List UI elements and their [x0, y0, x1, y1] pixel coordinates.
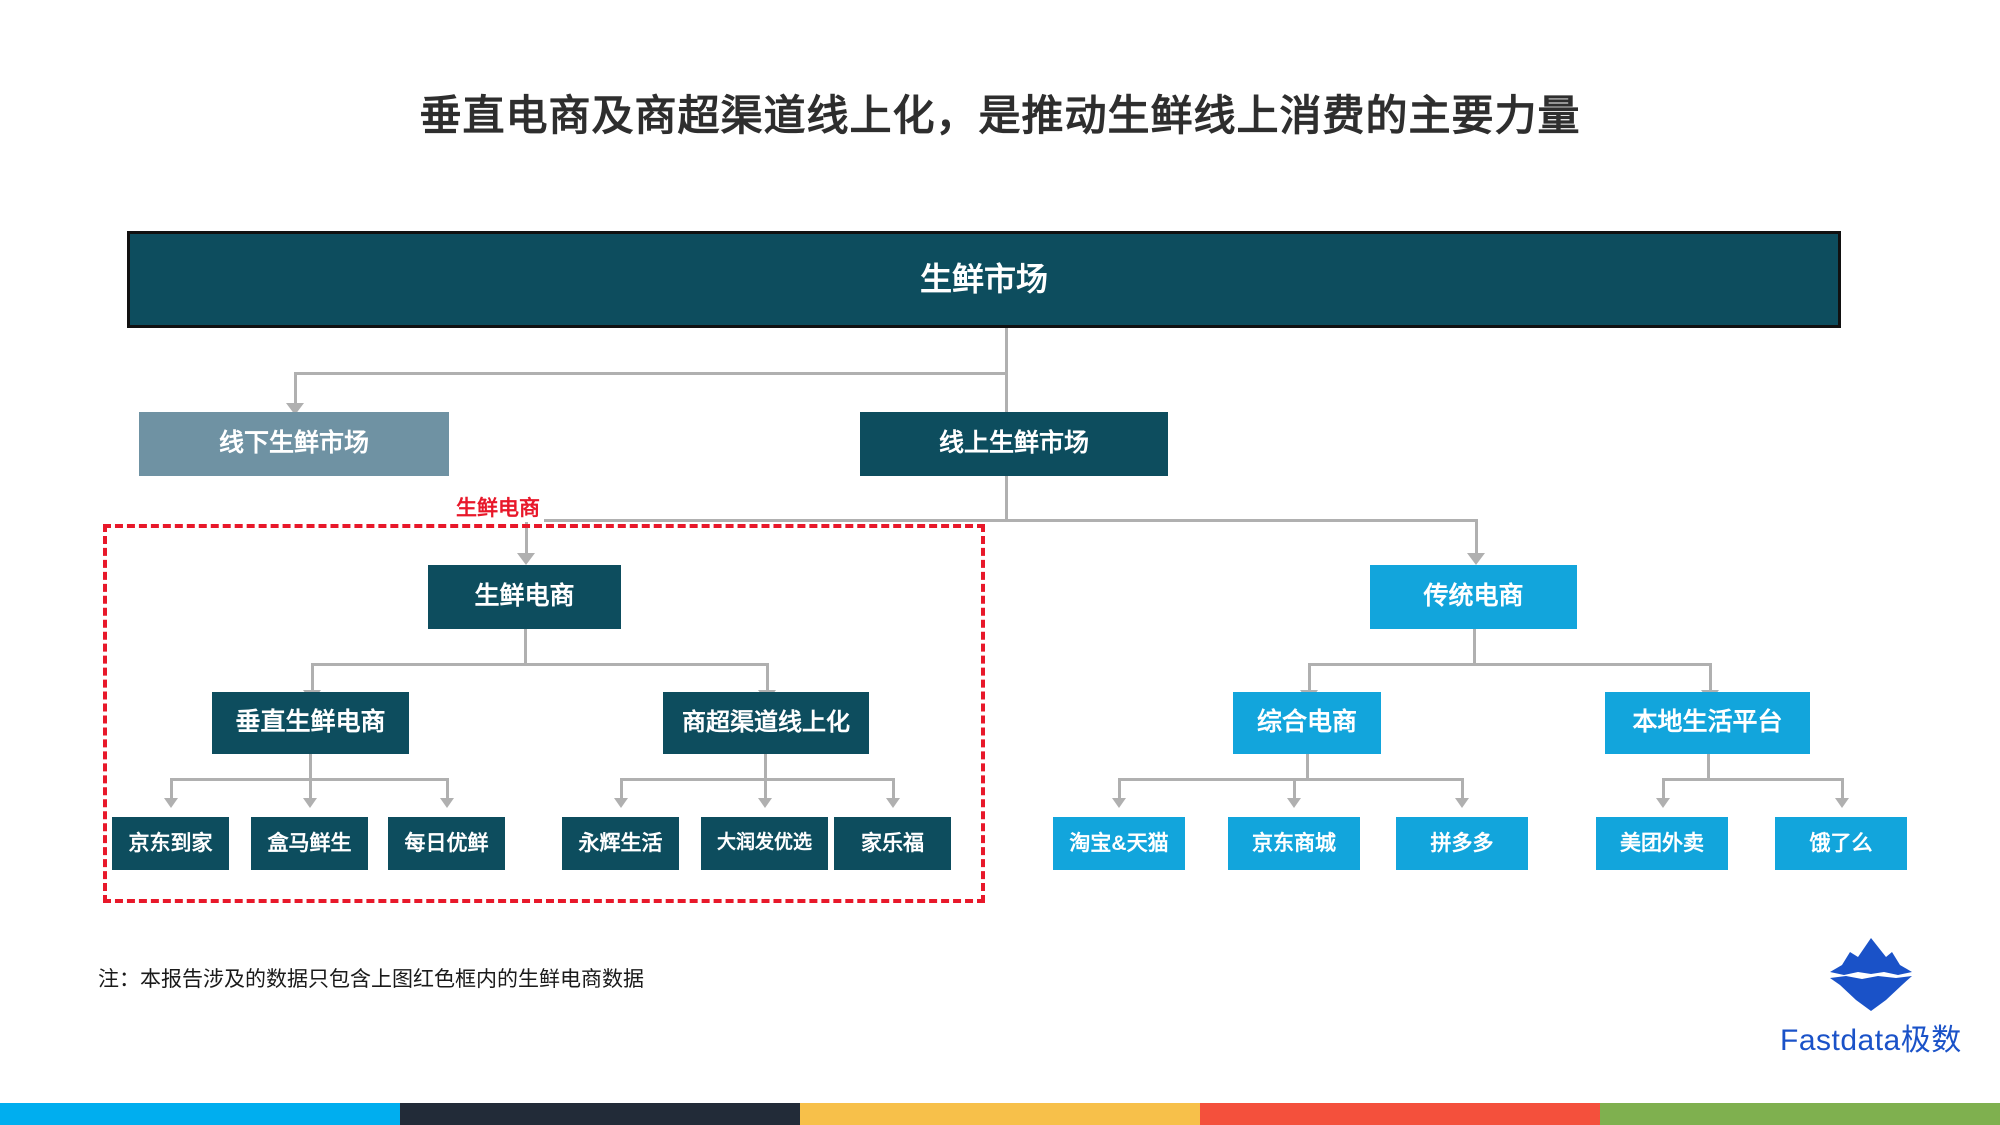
node-comprehensive-ecommerce[interactable]: 综合电商: [1233, 692, 1381, 754]
arrow-leaf-pinduoduo-icon: [1455, 798, 1469, 808]
connector-supermarket-bus: [620, 778, 894, 781]
arrow-leaf-mryx-icon: [440, 798, 454, 808]
connector-online-to-fresh-ec: [525, 519, 528, 555]
connector-comprehensive-stem: [1306, 754, 1309, 780]
bar-segment-red: [1200, 1103, 1600, 1125]
connector-fresh-ec-bus: [311, 663, 766, 666]
connector-trad-ec-to-comprehensive: [1308, 663, 1311, 692]
connector-supermarket-leaf1: [620, 778, 623, 800]
bar-segment-amber: [800, 1103, 1200, 1125]
connector-root-to-online: [1005, 372, 1008, 417]
connector-root-bus: [294, 372, 1008, 375]
leaf-pinduoduo[interactable]: 拼多多: [1396, 817, 1528, 870]
highlight-frame-label: 生鲜电商: [452, 492, 544, 522]
arrow-leaf-jd-mall-icon: [1287, 798, 1301, 808]
bottom-color-bar: [0, 1103, 2000, 1125]
connector-local-leaf1: [1662, 778, 1665, 800]
brand-logo-text: Fastdata极数: [1780, 1024, 1962, 1057]
arrow-leaf-meituan-icon: [1656, 798, 1670, 808]
connector-comprehensive-leaf3: [1461, 778, 1464, 800]
bar-segment-cyan: [0, 1103, 400, 1125]
footnote-text: 注：本报告涉及的数据只包含上图红色框内的生鲜电商数据: [98, 968, 644, 991]
node-local-life-platform[interactable]: 本地生活平台: [1605, 692, 1810, 754]
leaf-missfresh[interactable]: 每日优鲜: [388, 817, 505, 870]
connector-vertical-stem: [309, 754, 312, 780]
highlight-frame: [103, 524, 985, 903]
brand-logo: Fastdata极数: [1780, 935, 1962, 1059]
connector-root-to-offline: [294, 372, 297, 405]
connector-trad-ec-bus: [1308, 663, 1710, 666]
bar-segment-green: [1600, 1103, 2000, 1125]
leaf-yonghui-life[interactable]: 永辉生活: [562, 817, 679, 870]
connector-fresh-ec-to-supermarket: [766, 663, 769, 692]
node-supermarket-online[interactable]: 商超渠道线上化: [663, 692, 869, 754]
connector-supermarket-leaf2: [764, 778, 767, 800]
arrow-leaf-jd-daojia-icon: [164, 798, 178, 808]
arrow-leaf-taobao-tmall-icon: [1112, 798, 1126, 808]
connector-vertical-leaf2: [309, 778, 312, 800]
leaf-meituan-waimai[interactable]: 美团外卖: [1596, 817, 1728, 870]
connector-trad-ec-stem: [1473, 629, 1476, 665]
node-vertical-fresh-ecommerce[interactable]: 垂直生鲜电商: [212, 692, 409, 754]
connector-comprehensive-bus: [1118, 778, 1461, 781]
connector-vertical-leaf1: [170, 778, 173, 800]
connector-local-leaf2: [1841, 778, 1844, 800]
connector-root-stem: [1005, 328, 1008, 374]
leaf-eleme[interactable]: 饿了么: [1775, 817, 1907, 870]
arrow-leaf-hema-icon: [303, 798, 317, 808]
arrow-leaf-carrefour-icon: [886, 798, 900, 808]
leaf-darunfa-youxuan[interactable]: 大润发优选: [701, 817, 828, 870]
connector-comprehensive-leaf2: [1293, 778, 1296, 800]
node-online-fresh-market[interactable]: 线上生鲜市场: [860, 412, 1168, 476]
connector-fresh-ec-to-vertical: [311, 663, 314, 692]
node-offline-fresh-market[interactable]: 线下生鲜市场: [139, 412, 449, 476]
connector-local-bus: [1662, 778, 1842, 781]
page-title: 垂直电商及商超渠道线上化，是推动生鲜线上消费的主要力量: [419, 92, 1581, 139]
leaf-jd-daojia[interactable]: 京东到家: [112, 817, 229, 870]
arrow-leaf-yonghui-icon: [614, 798, 628, 808]
leaf-carrefour[interactable]: 家乐福: [834, 817, 951, 870]
bar-segment-navy: [400, 1103, 800, 1125]
node-fresh-ecommerce[interactable]: 生鲜电商: [428, 565, 621, 629]
connector-online-to-trad-ec: [1475, 519, 1478, 555]
connector-online-bus: [525, 519, 1478, 522]
iceberg-icon: [1829, 938, 1912, 1011]
connector-comprehensive-leaf1: [1118, 778, 1121, 800]
connector-fresh-ec-stem: [524, 629, 527, 665]
connector-trad-ec-to-local: [1709, 663, 1712, 692]
leaf-taobao-tmall[interactable]: 淘宝&天猫: [1053, 817, 1185, 870]
leaf-hema-xiansheng[interactable]: 盒马鲜生: [251, 817, 368, 870]
arrow-online-to-trad-ec-icon: [1467, 553, 1485, 565]
connector-online-stem: [1005, 476, 1008, 521]
node-traditional-ecommerce[interactable]: 传统电商: [1370, 565, 1577, 629]
arrow-leaf-darunfa-icon: [758, 798, 772, 808]
connector-supermarket-leaf3: [892, 778, 895, 800]
connector-vertical-leaf3: [446, 778, 449, 800]
connector-supermarket-stem: [764, 754, 767, 780]
leaf-jd-mall[interactable]: 京东商城: [1228, 817, 1360, 870]
connector-local-stem: [1707, 754, 1710, 780]
node-root-fresh-market[interactable]: 生鲜市场: [127, 231, 1841, 328]
arrow-leaf-eleme-icon: [1835, 798, 1849, 808]
arrow-online-to-fresh-ec-icon: [517, 553, 535, 565]
